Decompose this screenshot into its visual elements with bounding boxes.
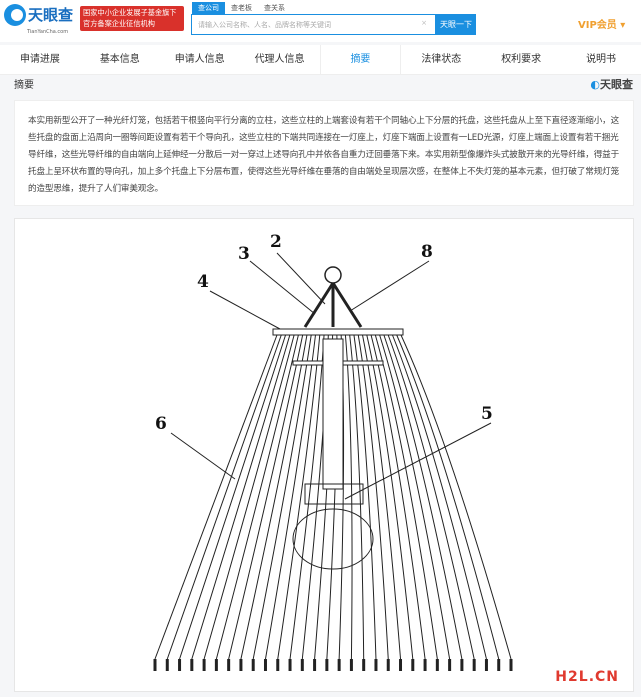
fiber-strand — [400, 334, 512, 660]
fiber-strand — [366, 334, 414, 660]
fiber-strand — [228, 334, 304, 660]
clear-icon[interactable]: × — [421, 19, 427, 27]
header: 天眼查 TianYanCha.com 国家中小企业发展子基金旗下官方备案企业征信… — [0, 0, 641, 42]
section-title: 摘要 — [14, 80, 34, 91]
tab-bar: 申请进展 基本信息 申请人信息 代理人信息 摘要 法律状态 权利要求 说明书 — [0, 45, 641, 75]
badge-line: 官方备案企业征信机构 — [83, 19, 155, 28]
columns — [322, 338, 344, 490]
logo-icon — [4, 4, 26, 26]
search-tab-relation[interactable]: 查关系 — [264, 4, 285, 12]
tab-basic-info[interactable]: 基本信息 — [99, 54, 140, 65]
light-source — [292, 508, 374, 570]
fiber-strand — [396, 334, 500, 660]
search-placeholder: 请输入公司名称、人名、品牌名称等关键词 — [198, 21, 331, 29]
logo[interactable]: 天眼查 — [4, 4, 73, 26]
lantern-drawing: 2 3 8 4 6 5 — [153, 232, 513, 671]
logo-text: 天眼查 — [28, 6, 74, 24]
fiber-strand — [370, 334, 426, 660]
fiber-strand — [179, 334, 287, 660]
chains — [303, 282, 363, 328]
tab-description[interactable]: 说明书 — [586, 54, 617, 65]
search-input[interactable]: 请输入公司名称、人名、品牌名称等关键词 × — [191, 14, 436, 35]
watermark: H2L.CN — [555, 669, 619, 685]
abstract-text: 本实用新型公开了一种光纤灯笼，包括若干根竖向平行分离的立柱，这些立柱的上端套设有… — [14, 100, 634, 206]
leader-lines — [170, 252, 492, 500]
label-6: 6 — [155, 414, 167, 434]
badge-line: 国家中小企业发展子基金旗下 — [83, 8, 177, 17]
patent-figure: 2 3 8 4 6 5 H2L.CN — [14, 218, 634, 692]
fiber-strand — [252, 334, 312, 660]
tab-legal-status[interactable]: 法律状态 — [421, 54, 462, 65]
fiber-strand — [379, 334, 451, 660]
watermark-text: .CN — [588, 669, 619, 685]
search-tabs: 查公司 查老板 查关系 — [192, 2, 291, 14]
fiber-strand — [154, 334, 278, 660]
section-logo-text: 天眼查 — [600, 78, 633, 91]
label-3: 3 — [238, 244, 250, 264]
label-5: 5 — [481, 404, 493, 424]
search-tab-boss[interactable]: 查老板 — [231, 4, 252, 12]
fiber-strand — [191, 334, 291, 660]
fiber-strand — [387, 334, 475, 660]
fiber-strand — [391, 334, 487, 660]
tab-abstract[interactable]: 摘要 — [319, 45, 402, 74]
search-button[interactable]: 天眼一下 — [436, 14, 476, 35]
watermark-text: H2L — [555, 669, 589, 685]
tab-claims[interactable]: 权利要求 — [501, 54, 542, 65]
logo-subtitle: TianYanCha.com — [27, 29, 69, 35]
label-4: 4 — [197, 272, 209, 292]
logo-icon: ◐ — [590, 78, 600, 91]
certification-badge[interactable]: 国家中小企业发展子基金旗下官方备案企业征信机构 — [80, 6, 184, 31]
label-2: 2 — [270, 232, 282, 252]
search-tab-company[interactable]: 查公司 — [192, 2, 225, 14]
fiber-strand — [215, 334, 299, 660]
label-8: 8 — [421, 242, 433, 262]
top-tray — [272, 328, 404, 336]
tab-agent[interactable]: 代理人信息 — [254, 54, 305, 65]
fiber-strand — [383, 334, 463, 660]
vip-menu[interactable]: VIP会员 ▾ — [578, 20, 626, 31]
fiber-strand — [264, 334, 316, 660]
section-logo: ◐天眼查 — [590, 76, 633, 92]
lamp-base — [304, 483, 364, 505]
hanging-ring — [324, 266, 342, 284]
tab-applicant[interactable]: 申请人信息 — [174, 54, 225, 65]
fiber-strand — [166, 334, 282, 660]
fiber-strand — [203, 334, 295, 660]
tab-progress[interactable]: 申请进展 — [19, 54, 60, 65]
